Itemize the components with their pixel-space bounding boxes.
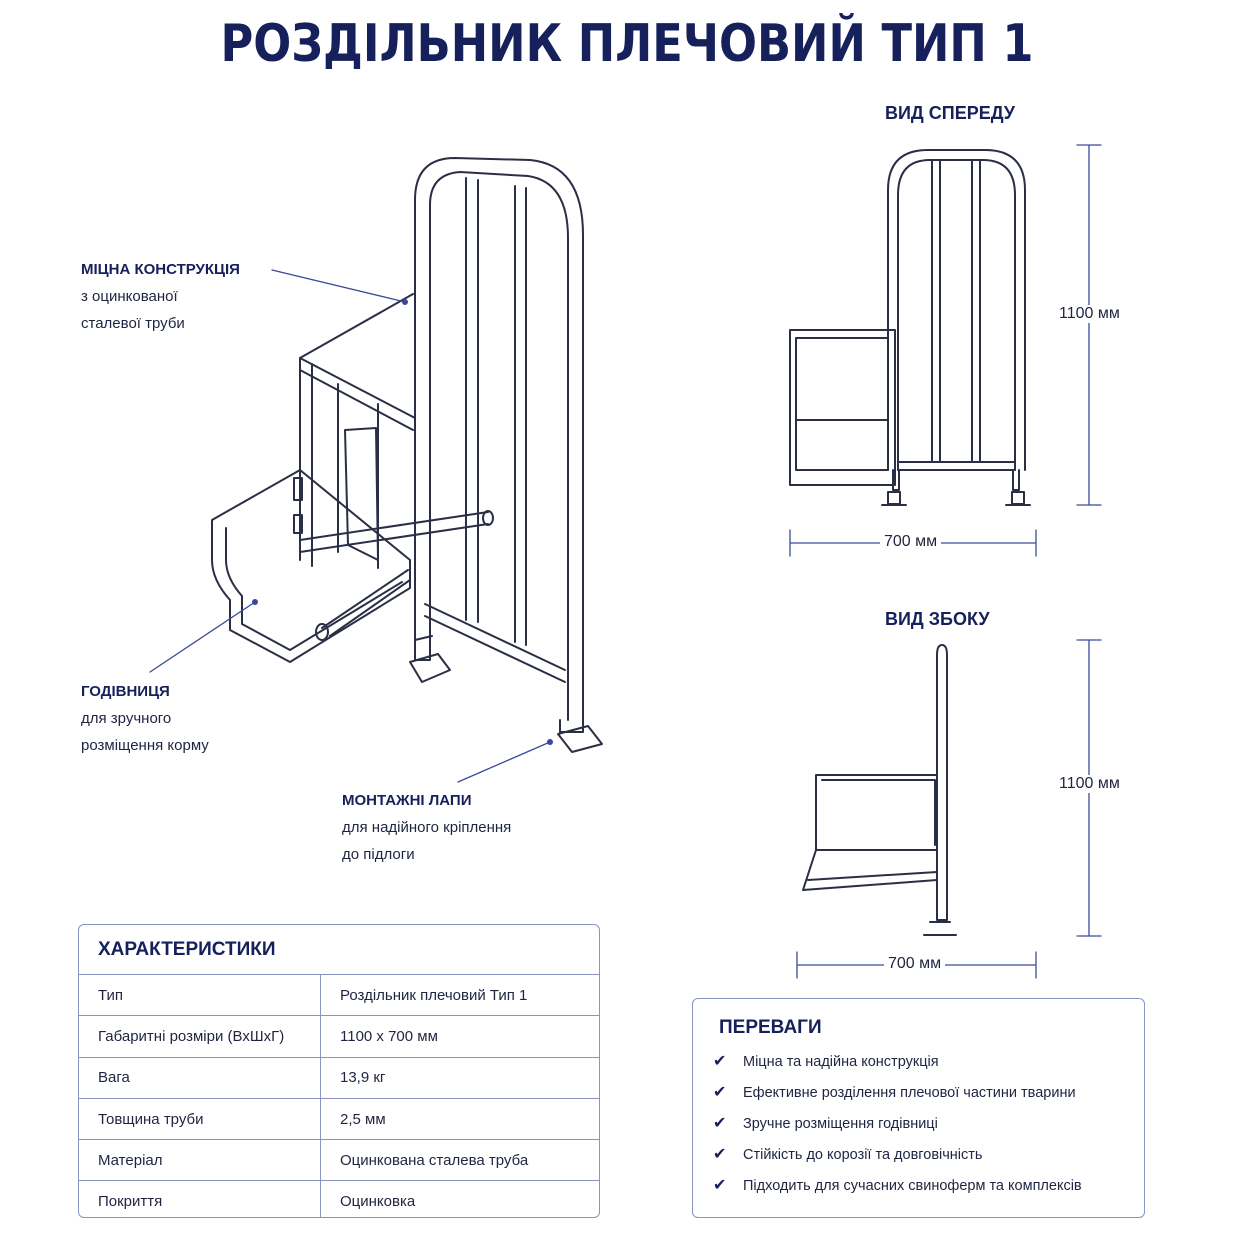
- table-row: Матеріал Оцинкована сталева труба: [79, 1139, 599, 1182]
- front-feeder: [789, 329, 896, 486]
- mount-foot-2: [557, 725, 603, 753]
- spec-value: Роздільник плечовий Тип 1: [320, 975, 599, 1017]
- callout-heading: МОНТАЖНІ ЛАПИ: [342, 792, 472, 809]
- table-row: Покриття Оцинковка: [79, 1180, 599, 1217]
- gate-bar-2: [514, 185, 527, 646]
- check-icon: ✔: [713, 1146, 727, 1163]
- callout-mounting-feet: МОНТАЖНІ ЛАПИ для надійного кріплення до…: [342, 787, 511, 868]
- side-view-label: ВИД ЗБОКУ: [885, 609, 990, 629]
- advantages-heading: ПЕРЕВАГИ: [719, 1017, 822, 1038]
- page-title: РОЗДІЛЬНИК ПЛЕЧОВИЙ ТИП 1: [220, 14, 1034, 74]
- spec-value: 2,5 мм: [320, 1098, 599, 1141]
- gate-bottom-rail: [424, 603, 566, 683]
- specs-table-card: ХАРАКТЕРИСТИКИ Тип Роздільник плечовий Т…: [78, 924, 600, 1218]
- spec-value: Оцинкована сталева труба: [320, 1139, 599, 1182]
- callout-text: розміщення корму: [81, 737, 209, 754]
- table-row: Вага 13,9 кг: [79, 1057, 599, 1099]
- callout-feeder: ГОДІВНИЦЯ для зручного розміщення корму: [81, 678, 209, 759]
- side-height-dimension: 1100 мм: [1055, 775, 1124, 793]
- list-item: ✔ Міцна та надійна конструкція: [713, 1051, 1082, 1082]
- list-item: ✔ Стійкість до корозії та довговічність: [713, 1144, 1082, 1175]
- gate-bar-1: [465, 177, 479, 623]
- advantage-text: Стійкість до корозії та довговічність: [743, 1147, 983, 1163]
- side-width-dimension: 700 мм: [884, 955, 946, 973]
- table-row: Тип Роздільник плечовий Тип 1: [79, 975, 599, 1017]
- advantage-text: Підходить для сучасних свиноферм та комп…: [743, 1178, 1082, 1194]
- callout-text: з оцинкованої: [81, 288, 178, 305]
- leader-line-feet: [457, 741, 551, 783]
- check-icon: ✔: [713, 1115, 727, 1132]
- spec-label: Вага: [79, 1057, 321, 1099]
- mount-foot-1: [409, 635, 451, 683]
- advantage-text: Зручне розміщення годівниці: [743, 1116, 938, 1132]
- leader-line-feeder: [149, 601, 256, 673]
- side-view-drawing: [802, 644, 957, 936]
- table-row: Габаритні розміри (ВхШхГ) 1100 x 700 мм: [79, 1015, 599, 1058]
- front-frame: [887, 149, 1026, 471]
- callout-text: для надійного кріплення: [342, 819, 512, 836]
- spec-value: 13,9 кг: [320, 1057, 599, 1099]
- specs-heading: ХАРАКТЕРИСТИКИ: [79, 925, 599, 975]
- advantage-text: Міцна та надійна конструкція: [743, 1054, 939, 1070]
- callout-heading: ГОДІВНИЦЯ: [81, 683, 170, 700]
- front-view-drawing: [789, 149, 1031, 506]
- callout-text: для зручного: [81, 710, 172, 727]
- check-icon: ✔: [713, 1053, 727, 1070]
- check-icon: ✔: [713, 1084, 727, 1101]
- feeder-frame-top: [299, 293, 416, 431]
- callout-construction: МІЦНА КОНСТРУКЦІЯ з оцинкованої сталевої…: [81, 256, 240, 337]
- advantages-list: ✔ Міцна та надійна конструкція ✔ Ефективне…: [713, 1051, 1082, 1206]
- list-item: ✔ Ефективне розділення плечової частини т…: [713, 1082, 1082, 1113]
- front-height-dimension: 1100 мм: [1055, 305, 1124, 323]
- gate-frame: [414, 157, 584, 721]
- callout-text: сталевої труби: [81, 315, 185, 332]
- spec-label: Матеріал: [79, 1139, 321, 1182]
- callout-text: до підлоги: [342, 846, 415, 863]
- feeder-trough: [211, 469, 411, 663]
- spec-label: Тип: [79, 975, 321, 1017]
- specs-table: Тип Роздільник плечовий Тип 1 Габаритні …: [79, 975, 599, 1217]
- check-icon: ✔: [713, 1177, 727, 1194]
- side-trough: [802, 849, 938, 891]
- list-item: ✔ Зручне розміщення годівниці: [713, 1113, 1082, 1144]
- table-row: Товщина труби 2,5 мм: [79, 1098, 599, 1141]
- feeder-roller: [299, 511, 489, 553]
- spec-value: Оцинковка: [340, 1193, 416, 1211]
- leader-line-construction: [271, 269, 406, 303]
- callout-heading: МІЦНА КОНСТРУКЦІЯ: [81, 261, 240, 278]
- front-width-dimension: 700 мм: [880, 533, 942, 551]
- side-post: [936, 644, 948, 921]
- isometric-view: [211, 157, 603, 753]
- spec-label: Габаритні розміри (ВхШхГ): [79, 1015, 321, 1058]
- spec-value: 1100 x 700 мм: [320, 1015, 599, 1058]
- list-item: ✔ Підходить для сучасних свиноферм та ком…: [713, 1175, 1082, 1206]
- advantage-text: Ефективне розділення плечової частини тв…: [743, 1085, 1076, 1101]
- spec-label: Покриття: [79, 1180, 321, 1217]
- advantages-card: ПЕРЕВАГИ ✔ Міцна та надійна конструкція ✔…: [692, 998, 1145, 1218]
- front-view-label: ВИД СПЕРЕДУ: [885, 103, 1015, 123]
- spec-label: Товщина труби: [79, 1098, 321, 1141]
